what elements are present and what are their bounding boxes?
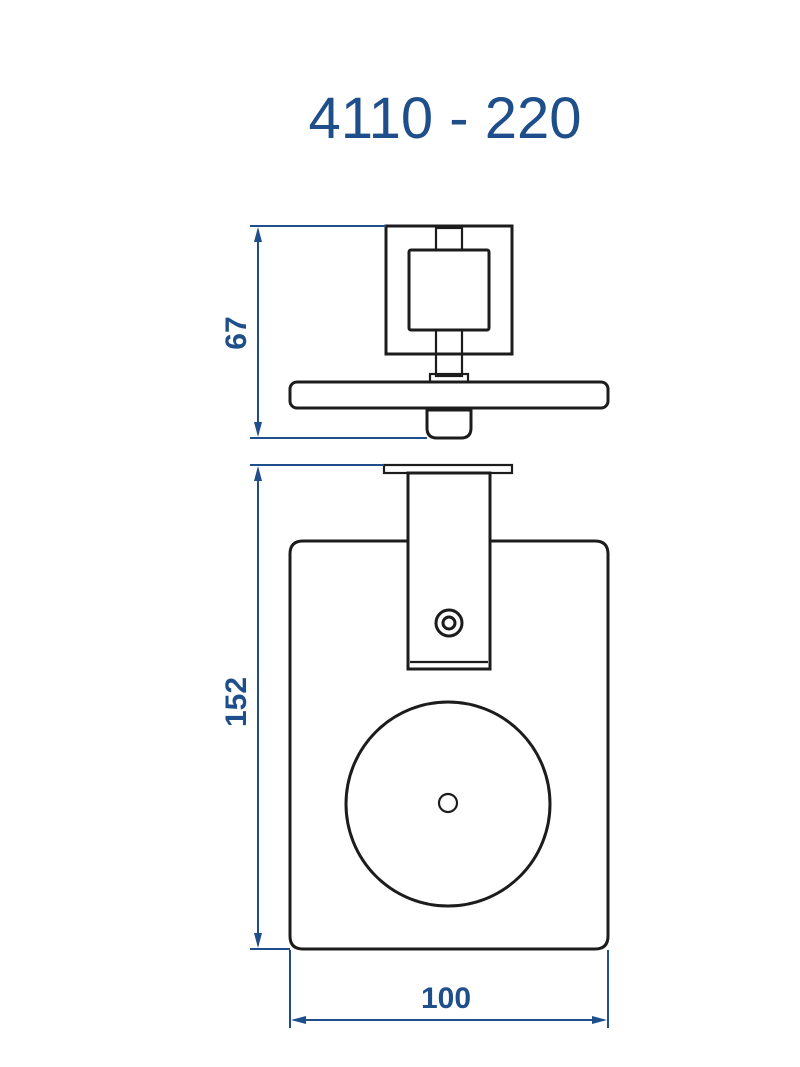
dim-152-arrow-top — [254, 466, 262, 481]
dim-67-label: 67 — [220, 316, 253, 349]
front-view — [288, 463, 610, 951]
front-screw-inner — [441, 615, 457, 631]
front-arm — [406, 471, 492, 671]
dim-100-label: 100 — [421, 982, 471, 1015]
dim-100-arrow-right — [592, 1016, 607, 1024]
front-dish-body — [288, 539, 610, 951]
dim-152-arrow-bottom — [254, 933, 262, 948]
dimension-lines — [250, 225, 609, 1028]
dim-67-arrow-top — [254, 227, 262, 242]
model-code-title: 4110 - 220 — [308, 86, 581, 151]
front-drain-hole — [437, 792, 459, 814]
top-cap — [425, 408, 473, 440]
top-mount-block — [407, 248, 491, 332]
top-shaft-lower — [434, 328, 464, 378]
top-shaft-upper — [434, 226, 464, 252]
front-screw-outer — [434, 608, 464, 638]
top-plate — [288, 380, 610, 410]
front-dish-circle — [344, 700, 552, 908]
dim-100-arrow-left — [291, 1016, 306, 1024]
top-mount-bracket — [384, 224, 514, 356]
dim-67-arrow-bottom — [254, 422, 262, 437]
top-view — [288, 224, 610, 440]
dim-152-label: 152 — [220, 677, 253, 727]
